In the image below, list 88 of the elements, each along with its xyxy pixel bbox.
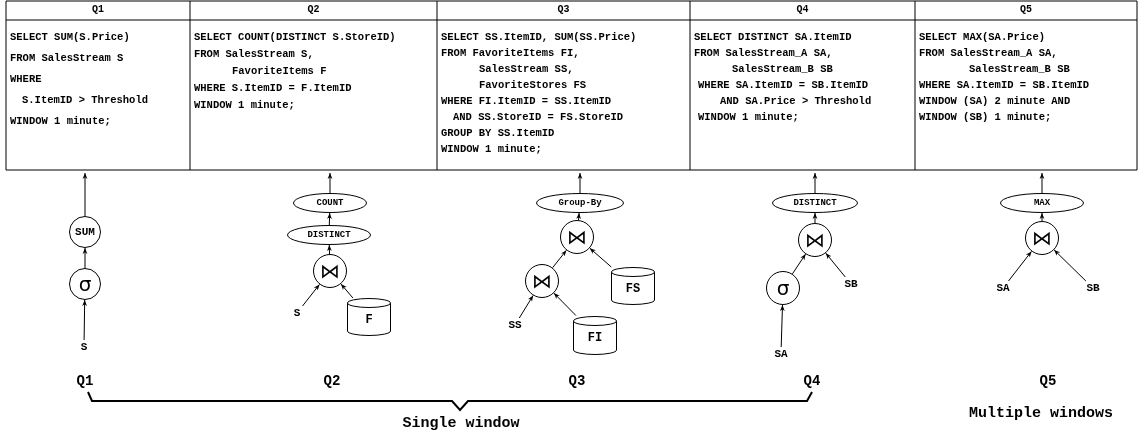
arrow <box>327 244 332 255</box>
sql-code-line: SELECT MAX(SA.Price) <box>919 31 1046 44</box>
arrow <box>518 295 534 319</box>
stream-label: SA <box>993 281 1013 295</box>
query-label: Q3 <box>567 373 587 389</box>
operator-circle: σ <box>766 271 800 305</box>
sql-code-line: S.ItemID > Threshold <box>22 94 149 107</box>
stream-label: SB <box>1083 281 1103 295</box>
arrow <box>82 299 87 341</box>
sql-code-line: FROM SalesStream S <box>10 52 124 65</box>
arrow <box>812 172 818 194</box>
column-header: Q2 <box>306 4 321 16</box>
arrow <box>1039 172 1045 194</box>
sql-code-line: WHERE <box>10 73 42 86</box>
sql-code-line: SalesStream_B SB <box>732 63 833 76</box>
operator-ellipse: DISTINCT <box>287 225 371 245</box>
operator-ellipse: COUNT <box>293 193 367 213</box>
column-header: Q5 <box>1019 4 1033 16</box>
operator-circle: ⋈ <box>525 264 559 298</box>
stream-label: S <box>77 340 91 354</box>
sql-code-line: SalesStream_B SB <box>969 63 1070 76</box>
sql-code-line: FROM SalesStream S, <box>194 48 314 61</box>
group-caption: Multiple windows <box>968 405 1114 423</box>
arrow <box>302 283 320 307</box>
sql-code-line: WINDOW (SB) 1 minute; <box>919 111 1052 124</box>
arrow <box>327 212 332 226</box>
query-label: Q2 <box>322 373 342 389</box>
arrow <box>327 172 333 194</box>
operator-circle: SUM <box>69 216 101 248</box>
query-label: Q5 <box>1038 373 1058 389</box>
arrow <box>1053 249 1087 282</box>
sql-code-line: WHERE SA.ItemID = SB.ItemID <box>919 79 1090 92</box>
sql-code-line: FROM FavoriteItems FI, <box>441 47 580 60</box>
table-cylinder: FI <box>573 315 617 355</box>
arrow <box>1008 250 1032 282</box>
stream-label: SB <box>841 277 861 291</box>
arrow <box>791 253 807 275</box>
operator-circle: σ <box>69 268 101 300</box>
sql-code-line: WINDOW 1 minute; <box>441 143 542 156</box>
sql-code-line: SalesStream SS, <box>479 63 574 76</box>
sql-code-line: AND SS.StoreID = FS.StoreID <box>453 111 624 124</box>
arrow <box>576 212 581 221</box>
arrow <box>825 252 846 278</box>
sql-code-line: WHERE SA.ItemID = SB.ItemID <box>698 79 869 92</box>
sql-code-line: WINDOW 1 minute; <box>698 111 799 124</box>
sql-code-line: FROM SalesStream_A SA, <box>694 47 833 60</box>
sql-code-line: FavoriteItems F <box>232 65 327 78</box>
arrow <box>552 249 567 269</box>
bracket-caption: Single window <box>401 415 521 433</box>
arrow <box>553 292 577 316</box>
query-label: Q1 <box>75 373 95 389</box>
operator-circle: ⋈ <box>1025 221 1059 255</box>
sql-code-line: SELECT SUM(S.Price) <box>10 31 130 44</box>
stream-label: SA <box>771 347 791 361</box>
sql-code-line: AND SA.Price > Threshold <box>720 95 872 108</box>
operator-ellipse: Group-By <box>536 193 624 213</box>
column-header: Q1 <box>91 4 105 16</box>
table-cylinder: F <box>347 298 391 336</box>
sql-code-line: WINDOW 1 minute; <box>10 115 111 128</box>
arrow <box>82 247 88 269</box>
arrow <box>82 172 88 217</box>
operator-ellipse: DISTINCT <box>772 193 858 213</box>
sql-code-line: SELECT COUNT(DISTINCT S.StoreID) <box>194 31 396 44</box>
stream-label: S <box>290 306 304 320</box>
arrow <box>340 283 354 299</box>
arrow <box>779 304 785 348</box>
sql-code-line: FavoriteStores FS <box>479 79 587 92</box>
sql-code-line: GROUP BY SS.ItemID <box>441 127 555 140</box>
query-label: Q4 <box>802 373 822 389</box>
column-header: Q4 <box>795 4 810 16</box>
sql-code-line: WINDOW 1 minute; <box>194 99 295 112</box>
operator-ellipse: MAX <box>1000 193 1084 213</box>
sql-code-line: FROM SalesStream_A SA, <box>919 47 1058 60</box>
sql-code-line: WHERE FI.ItemID = SS.ItemID <box>441 95 612 108</box>
column-header: Q3 <box>556 4 571 16</box>
sql-code-line: SELECT SS.ItemID, SUM(SS.Price) <box>441 31 637 44</box>
arrow <box>812 212 818 224</box>
table-cylinder: FS <box>611 267 655 305</box>
operator-circle: ⋈ <box>560 220 594 254</box>
arrow <box>577 172 583 194</box>
stream-label: SS <box>505 318 525 332</box>
sql-code-line: WHERE S.ItemID = F.ItemID <box>194 82 352 95</box>
arrow <box>1039 212 1045 222</box>
sql-code-line: WINDOW (SA) 2 minute AND <box>919 95 1071 108</box>
operator-circle: ⋈ <box>798 223 832 257</box>
arrow <box>589 247 612 268</box>
operator-circle: ⋈ <box>313 254 347 288</box>
sql-code-line: SELECT DISTINCT SA.ItemID <box>694 31 852 44</box>
